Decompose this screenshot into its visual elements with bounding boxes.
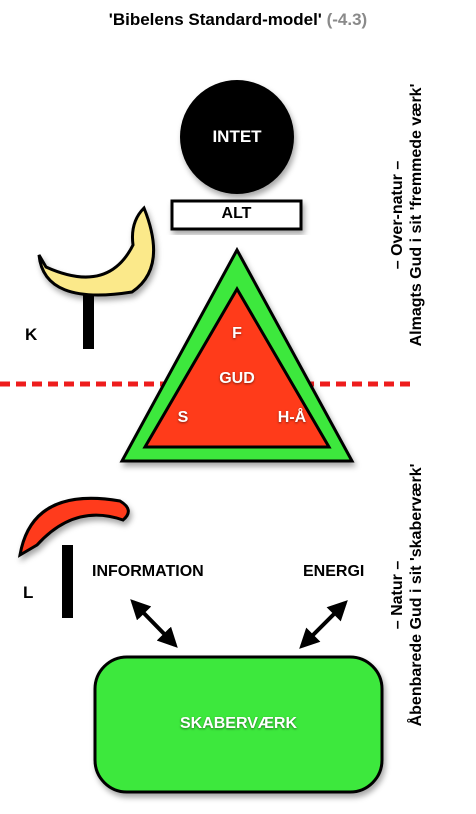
gud-triangle-inner	[142, 286, 332, 449]
l-label: L	[23, 583, 34, 602]
diagram-title: 'Bibelens Standard-model' (-4.3)	[0, 10, 476, 30]
skabervaerk-box	[93, 655, 384, 794]
alt-box	[170, 199, 303, 231]
energi-arrow	[299, 600, 348, 649]
title-main: 'Bibelens Standard-model'	[108, 10, 322, 29]
gud-label: GUD	[219, 370, 255, 387]
upper-side-line2: Almagts Gud i sit 'fremmede værk'	[408, 83, 425, 347]
information-label: INFORMATION	[92, 563, 204, 580]
alt-label: ALT	[221, 205, 252, 222]
f-label: F	[232, 325, 242, 342]
l-symbol	[17, 496, 130, 618]
skabervaerk-label: SKABERVÆRK	[179, 715, 298, 732]
lower-side-line2: Åbenbarede Gud i sit 'skaberværk'	[408, 463, 425, 727]
s-label: S	[177, 409, 189, 426]
ha-label: H-Å	[277, 409, 307, 426]
upper-side-line1: – Over-natur –	[389, 160, 406, 270]
lower-side-label: – Natur – Åbenbarede Gud i sit 'skabervæ…	[388, 425, 428, 765]
energi-label: ENERGI	[303, 563, 365, 580]
title-ref: (-4.3)	[326, 10, 368, 29]
lower-side-line1: – Natur –	[389, 560, 406, 630]
intet-circle	[180, 80, 294, 194]
k-label: K	[25, 325, 38, 344]
intet-label: INTET	[212, 127, 262, 146]
information-arrow	[130, 599, 178, 648]
upper-side-label: – Over-natur – Almagts Gud i sit 'fremme…	[388, 45, 428, 385]
k-symbol	[37, 205, 156, 349]
